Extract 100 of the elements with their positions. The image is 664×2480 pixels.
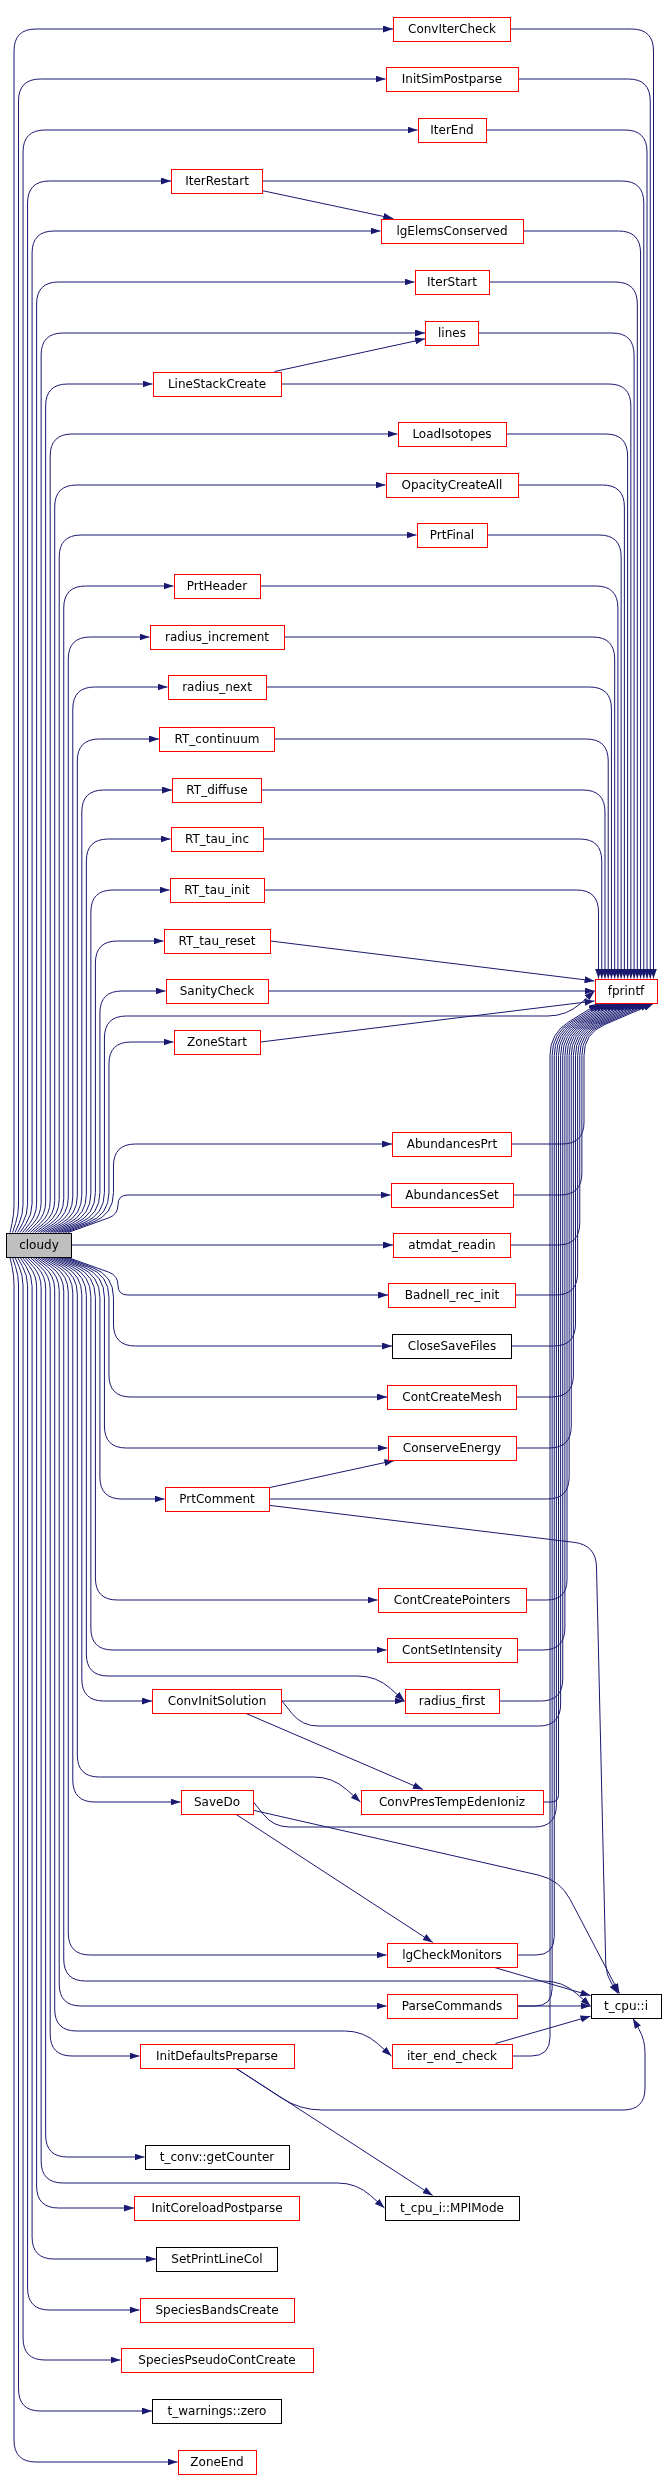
function-box: IterRestart bbox=[171, 168, 263, 194]
function-box: ZoneEnd bbox=[177, 2449, 257, 2475]
call-arrow bbox=[62, 1038, 174, 1233]
call-arrow bbox=[44, 735, 160, 1233]
function-box: lines bbox=[425, 320, 479, 346]
function-box: cloudy bbox=[6, 1232, 72, 1258]
function-box: iter_end_check bbox=[391, 2043, 513, 2069]
call-arrow bbox=[269, 1459, 395, 1489]
function-box: InitCoreloadPostparse bbox=[134, 2195, 300, 2221]
call-arrow bbox=[42, 1257, 181, 1806]
call-arrow bbox=[270, 940, 595, 984]
function-box: t_warnings::zero bbox=[152, 2398, 282, 2424]
function-box: RT_tau_init bbox=[169, 877, 265, 903]
function-box: ContCreateMesh bbox=[387, 1384, 517, 1410]
call-arrow bbox=[518, 484, 628, 979]
call-arrow bbox=[262, 180, 648, 979]
function-box: t_cpu_i::MPIMode bbox=[384, 2195, 520, 2221]
call-arrow bbox=[27, 1257, 145, 2161]
function-box: OpacityCreateAll bbox=[385, 472, 519, 498]
call-arrow bbox=[506, 433, 632, 979]
call-arrow bbox=[262, 190, 394, 220]
call-arrow bbox=[274, 738, 612, 979]
function-box: CloseSaveFiles bbox=[392, 1333, 512, 1359]
call-arrow bbox=[260, 998, 595, 1043]
function-box: t_cpu::i bbox=[590, 1993, 662, 2019]
call-arrow bbox=[517, 2002, 591, 2010]
function-box: fprintf bbox=[594, 978, 658, 1004]
function-box: IterStart bbox=[414, 269, 490, 295]
call-arrow bbox=[284, 636, 619, 979]
function-box: ConserveEnergy bbox=[387, 1435, 517, 1461]
call-arrow bbox=[47, 1257, 153, 1705]
call-arrow bbox=[24, 1257, 385, 2209]
call-arrow bbox=[17, 177, 172, 1233]
function-box: t_conv::getCounter bbox=[144, 2144, 290, 2170]
call-arrow bbox=[42, 683, 168, 1233]
call-arrow bbox=[54, 937, 164, 1233]
function-box: Badnell_rec_init bbox=[388, 1282, 516, 1308]
call-arrow bbox=[14, 1257, 121, 2364]
function-box: SpeciesPseudoContCreate bbox=[120, 2347, 314, 2373]
function-box: lgElemsConserved bbox=[380, 218, 524, 244]
call-arrow bbox=[59, 990, 595, 1233]
call-arrow bbox=[269, 1504, 619, 1994]
call-arrow bbox=[37, 1257, 591, 2007]
call-arrow bbox=[235, 1814, 434, 1943]
function-box: SpeciesBandsCreate bbox=[139, 2297, 295, 2323]
call-arrow bbox=[29, 1257, 140, 2060]
function-box: RT_tau_reset bbox=[163, 928, 271, 954]
call-arrow bbox=[264, 889, 602, 979]
call-arrow bbox=[57, 1257, 165, 1503]
function-box: ContSetIntensity bbox=[386, 1637, 518, 1663]
function-box: ZoneStart bbox=[173, 1029, 261, 1055]
call-arrow bbox=[486, 129, 651, 979]
call-arrow bbox=[22, 1257, 135, 2212]
call-arrow bbox=[71, 1241, 394, 1249]
function-box: LineStackCreate bbox=[152, 371, 282, 397]
call-arrow bbox=[235, 2068, 434, 2196]
call-arrow bbox=[44, 1257, 361, 1803]
function-box: lgCheckMonitors bbox=[386, 1942, 518, 1968]
call-arrow bbox=[511, 1003, 654, 1145]
call-arrow bbox=[49, 1257, 405, 1702]
function-box: PrtHeader bbox=[173, 573, 261, 599]
function-box: LoadIsotopes bbox=[397, 421, 507, 447]
call-arrow bbox=[281, 383, 635, 979]
function-box: AbundancesSet bbox=[390, 1182, 514, 1208]
function-box: PrtFinal bbox=[416, 522, 488, 548]
call-arrow bbox=[266, 686, 615, 979]
call-arrow bbox=[27, 380, 153, 1233]
function-box: radius_next bbox=[167, 674, 267, 700]
call-arrow bbox=[17, 1257, 140, 2314]
function-box: ContCreatePointers bbox=[377, 1587, 527, 1613]
function-box: RT_continuum bbox=[159, 726, 275, 752]
call-arrow bbox=[52, 1257, 387, 1654]
function-box: radius_first bbox=[404, 1688, 500, 1714]
function-box: ConvPresTempEdenIoniz bbox=[360, 1789, 544, 1815]
call-arrow bbox=[12, 1257, 153, 2415]
call-arrow bbox=[245, 1713, 424, 1790]
call-arrow bbox=[487, 534, 625, 979]
call-arrow bbox=[281, 1697, 405, 1705]
function-box: InitSimPostparse bbox=[385, 66, 519, 92]
call-arrow bbox=[260, 585, 622, 979]
call-arrow bbox=[268, 987, 595, 995]
call-arrow bbox=[39, 633, 150, 1233]
call-arrow bbox=[274, 337, 426, 372]
function-box: InitDefaultsPreparse bbox=[139, 2043, 295, 2069]
function-box: RT_diffuse bbox=[172, 777, 262, 803]
call-arrow bbox=[9, 1257, 178, 2466]
call-arrow bbox=[67, 1191, 391, 1233]
call-arrow bbox=[57, 987, 166, 1233]
function-box: atmdat_readin bbox=[393, 1232, 511, 1258]
function-box: ParseCommands bbox=[386, 1993, 518, 2019]
call-arrow bbox=[523, 230, 645, 979]
call-arrow bbox=[495, 2015, 591, 2044]
call-arrow bbox=[263, 838, 606, 979]
call-arrow bbox=[261, 789, 609, 979]
function-box: IterEnd bbox=[417, 117, 487, 143]
function-box: ConvIterCheck bbox=[393, 16, 511, 42]
call-arrow bbox=[65, 1140, 393, 1233]
call-arrow bbox=[52, 886, 170, 1233]
function-box: AbundancesPrt bbox=[392, 1131, 512, 1157]
function-box: SanityCheck bbox=[165, 978, 269, 1004]
